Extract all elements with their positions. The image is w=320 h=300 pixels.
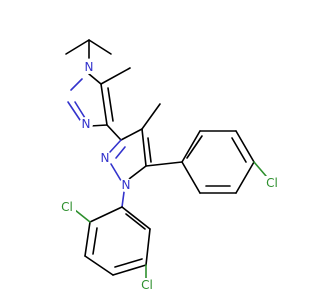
molecule-structure: N N N N Cl Cl Cl [58,39,281,292]
bond [145,228,151,266]
atom-label: Cl [61,200,73,214]
bond [235,130,255,163]
bond [181,161,201,194]
n-pyrazole-bottom: N [119,178,133,192]
atom-labels: N N N N Cl Cl Cl [58,60,281,292]
bond [84,221,91,257]
n-imidazole-top: N [82,60,96,74]
bond [235,161,255,194]
bond [89,124,108,127]
atom-label: Cl [266,176,278,190]
bond [141,103,161,130]
bond [147,137,152,163]
n-pyrazole-left: N [98,151,112,165]
bond [88,73,102,85]
bond [92,227,98,255]
bond [88,39,112,55]
atom-label: N [122,178,131,192]
bond [253,161,267,177]
bond [181,130,201,163]
bond [115,146,126,159]
bond [70,78,83,91]
bond [141,128,147,167]
bond [84,255,114,276]
bond [109,139,122,153]
cl-para: Cl [138,278,156,292]
atom-label: N [101,151,110,165]
bond [89,206,123,223]
bond [186,135,203,159]
bond [100,67,131,85]
bond [107,87,114,122]
cl-chlorophenyl: Cl [263,176,281,190]
bonds [65,39,267,280]
bond [121,206,151,230]
atom-label: Cl [141,278,153,292]
bond [120,128,143,141]
atom-label: N [85,60,94,74]
bond [145,161,183,167]
bond [65,39,90,55]
bond [100,83,108,126]
bond [112,264,147,276]
n-imidazole-bottom: N [79,117,93,131]
bond [67,101,81,121]
atom-label: N [82,117,91,131]
bond [106,124,122,141]
bond [74,101,86,119]
bond [114,258,143,268]
bond [74,209,91,223]
bond [128,165,147,180]
bond [125,213,146,230]
bond [231,137,247,163]
cl-ortho: Cl [58,200,76,214]
bond [121,191,125,208]
